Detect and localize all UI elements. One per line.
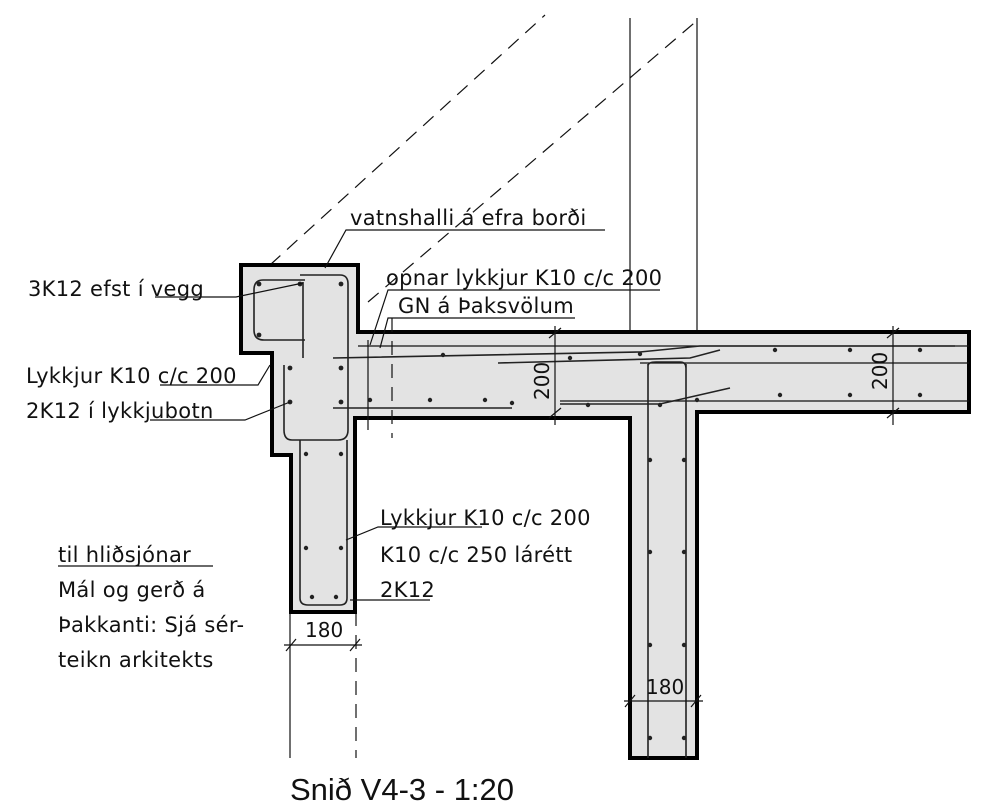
note-heading: til hliðsjónar: [58, 543, 191, 567]
label-2k12: 2K12: [380, 578, 435, 602]
dim-text-slab-right: 200: [868, 352, 892, 390]
note-line-1: Mál og gerð á: [58, 578, 206, 602]
right-wall-loop: [647, 361, 687, 758]
label-lykkjur-left: Lykkjur K10 c/c 200: [26, 364, 237, 388]
slab-top-bar-2: [497, 349, 721, 364]
dim-wall-left: [284, 638, 362, 652]
rebar-dots: [256, 281, 923, 741]
roof-line-dashed-1: [269, 14, 546, 266]
dim-slab-right: [886, 326, 900, 425]
parapet-loop-outer: [283, 274, 349, 441]
label-lykkjubotn: 2K12 í lykkjubotn: [26, 399, 214, 423]
roof-line-dashed-2: [367, 17, 701, 303]
label-efst-vegg: 3K12 efst í vegg: [28, 277, 204, 301]
label-larett: K10 c/c 250 lárétt: [380, 543, 572, 567]
dim-text-slab-left: 200: [530, 362, 554, 400]
leader-lines: [150, 229, 660, 601]
note-line-2: Þakkanti: Sjá sér-: [58, 613, 244, 637]
label-vatnshalli: vatnshalli á efra borði: [350, 206, 587, 230]
dim-text-wall-right: 180: [646, 675, 684, 699]
drawing-title: Snið V4-3 - 1:20: [290, 772, 514, 807]
label-gn: GN á Þaksvölum: [398, 294, 574, 318]
label-opnar-lykkjur: opnar lykkjur K10 c/c 200: [386, 266, 662, 290]
dim-text-wall-left: 180: [305, 618, 343, 642]
parapet-loop-top: [253, 279, 305, 341]
label-lykkjur-mid: Lykkjur K10 c/c 200: [380, 506, 591, 530]
concrete-section: [239, 263, 971, 760]
dim-slab-left: [548, 326, 562, 425]
dim-wall-right: [624, 694, 703, 708]
wall-loop-left: [299, 440, 348, 606]
note-line-3: teikn arkitekts: [58, 648, 214, 672]
slab-top-bar: [332, 345, 955, 359]
